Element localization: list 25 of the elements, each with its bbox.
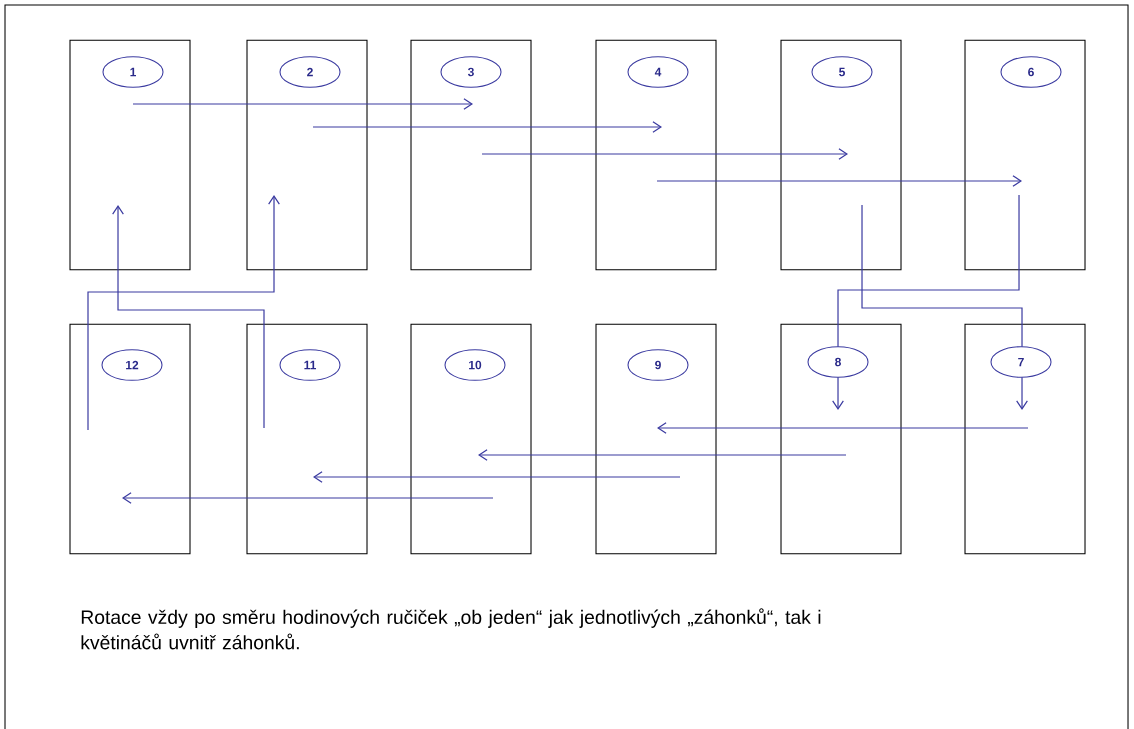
arrow bbox=[112, 205, 265, 429]
bed-box bbox=[595, 39, 717, 271]
arrow bbox=[481, 148, 848, 160]
bed-box bbox=[246, 39, 368, 271]
arrow bbox=[478, 449, 847, 461]
arrow bbox=[656, 175, 1022, 187]
arrow bbox=[122, 492, 494, 504]
bed-box bbox=[69, 39, 191, 271]
arrow bbox=[312, 121, 662, 133]
bed-box bbox=[780, 39, 902, 271]
bed-box bbox=[964, 39, 1086, 271]
bed-box bbox=[69, 323, 191, 555]
arrow bbox=[832, 194, 1020, 410]
bed-box bbox=[964, 323, 1086, 555]
bed-box bbox=[410, 39, 532, 271]
arrow bbox=[313, 471, 681, 483]
bed-box bbox=[780, 323, 902, 555]
arrow bbox=[132, 98, 473, 110]
bed-box bbox=[246, 323, 368, 555]
arrow bbox=[861, 204, 1028, 410]
arrow bbox=[657, 422, 1029, 434]
arrow bbox=[87, 195, 280, 431]
bed-box bbox=[595, 323, 717, 555]
bed-box bbox=[410, 323, 532, 555]
caption: Rotace vždy po směru hodinových ručiček „ob jeden“ jak jednotlivých „záhonků“, tak i květináčů uvnitř záhonků. bbox=[81, 608, 821, 650]
